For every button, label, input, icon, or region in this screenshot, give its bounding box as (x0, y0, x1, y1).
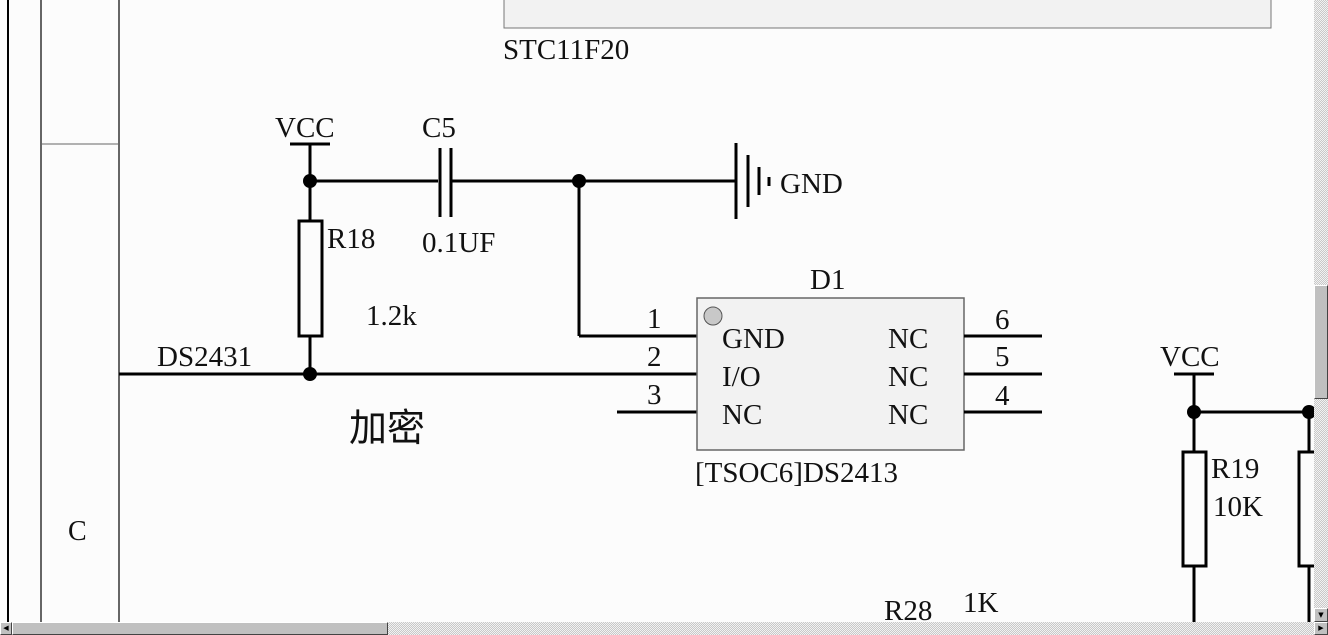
junction-dot (303, 174, 317, 188)
horizontal-scrollbar[interactable]: ◀ ▶ (0, 622, 1328, 635)
c5-ref: C5 (422, 112, 456, 144)
d1-part: [TSOC6]DS2413 (695, 457, 898, 489)
r28-ref: R28 (884, 595, 932, 622)
pin-number: 2 (647, 341, 662, 373)
r19-ref: R19 (1211, 453, 1259, 485)
pin-name: I/O (722, 361, 761, 393)
net-label-ds2431: DS2431 (157, 341, 252, 373)
ground-icon (734, 143, 771, 219)
gnd-label: GND (780, 168, 843, 200)
pin-number: 5 (995, 341, 1010, 373)
scroll-left-button[interactable]: ◀ (0, 622, 12, 635)
pin-number: 1 (647, 303, 662, 335)
c5-value: 0.1UF (422, 227, 495, 259)
junction-dot (1187, 405, 1201, 419)
r19-value: 10K (1213, 491, 1263, 523)
schematic-canvas[interactable]: C STC11F20 VCC C5 0.1UF GND R18 1.2k DS2… (0, 0, 1314, 622)
r28-value: 1K (963, 587, 999, 619)
junction-dot (303, 367, 317, 381)
pin-name: NC (722, 399, 762, 431)
vcc-label-left: VCC (275, 112, 335, 144)
vertical-scroll-thumb[interactable] (1314, 285, 1328, 399)
mcu-component-body[interactable] (503, 0, 1272, 29)
sheet-frame (7, 0, 120, 622)
vertical-scrollbar[interactable]: ▼ (1314, 0, 1328, 622)
pin-name: NC (888, 361, 928, 393)
pin-name: NC (888, 323, 928, 355)
scroll-down-button[interactable]: ▼ (1314, 608, 1328, 622)
pin-name: GND (722, 323, 785, 355)
pin-number: 6 (995, 304, 1010, 336)
pin-number: 3 (647, 379, 662, 411)
zone-label: C (68, 516, 87, 547)
pin-name: NC (888, 399, 928, 431)
horizontal-scroll-thumb[interactable] (12, 622, 388, 635)
scroll-right-button[interactable]: ▶ (1314, 622, 1328, 635)
note-label: 加密 (349, 406, 425, 450)
resistor-body-partial[interactable] (1297, 450, 1314, 568)
vcc-label-right: VCC (1160, 341, 1220, 373)
r18-resistor-body[interactable] (297, 219, 324, 338)
r18-ref: R18 (327, 223, 375, 255)
d1-component-body[interactable] (696, 297, 965, 451)
d1-ref: D1 (810, 264, 845, 296)
pin-number: 4 (995, 380, 1010, 412)
pin1-indicator-dot (703, 306, 723, 326)
r19-resistor-body[interactable] (1181, 450, 1208, 568)
mcu-part-label: STC11F20 (503, 34, 629, 66)
r18-value: 1.2k (366, 300, 417, 332)
